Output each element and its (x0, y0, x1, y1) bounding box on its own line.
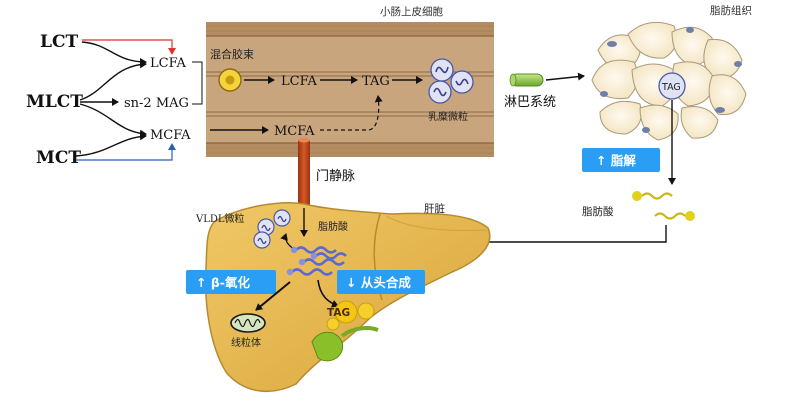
intestine-tag: TAG (362, 74, 390, 89)
mlct-label: MLCT (26, 92, 83, 112)
adipose-fatty-acid: 脂肪酸 (582, 205, 614, 218)
arrow-mlct-mcfa (79, 103, 147, 138)
liver-fatty-acid: 脂肪酸 (318, 220, 348, 233)
product-lcfa: LCFA (150, 56, 186, 71)
mct-label: MCT (36, 148, 81, 168)
lipolysis-label: ↑ 脂解 (596, 153, 636, 168)
lymph-vessel (509, 73, 544, 87)
vldl-icon (253, 209, 291, 249)
adipose-title: 脂肪组织 (710, 4, 752, 17)
intestine-mcfa: MCFA (274, 124, 315, 139)
micelle-label: 混合胶束 (210, 47, 254, 61)
arrow-lymph-adipose (545, 72, 585, 81)
liver-tag-droplets (326, 300, 375, 331)
digestion-products: LCFA sn-2 MAG MCFA (124, 56, 191, 143)
de-novo-badge: ↓ 从头合成 (337, 270, 425, 294)
adipose-nuclei (600, 27, 742, 133)
mitochondria-label: 线粒体 (231, 336, 261, 349)
arrow-mct-mcfa (75, 132, 147, 157)
product-mcfa: MCFA (150, 128, 191, 143)
vldl-label: VLDL微粒 (195, 212, 245, 225)
arrow-fa-to-tag (317, 279, 339, 308)
adipose-tag: TAG (661, 82, 681, 93)
intestine-title: 小肠上皮细胞 (380, 5, 443, 18)
liver-tag: TAG (327, 307, 350, 319)
lct-label: LCT (40, 32, 78, 52)
arrow-mlct-lcfa (79, 60, 147, 101)
liver-fatty-acid-icon (291, 246, 347, 276)
adipose-tissue (591, 21, 747, 141)
intestine-lcfa: LCFA (281, 74, 317, 89)
beta-oxidation-badge: ↑ β-氧化 (186, 270, 276, 294)
mitochondria-icon (230, 313, 266, 333)
beta-oxidation-label: ↑ β-氧化 (196, 275, 250, 290)
liver-organ (204, 202, 491, 393)
lipolysis-badge: ↑ 脂解 (582, 148, 660, 172)
fatty-acid-icon (632, 191, 695, 221)
arrow-lct-lcfa (81, 41, 147, 66)
micelle-icon (218, 68, 242, 92)
input-arrows (75, 41, 147, 157)
chylomicron-label: 乳糜微粒 (428, 110, 468, 123)
liver-title: 肝脏 (424, 202, 445, 215)
de-novo-label: ↓ 从头合成 (346, 275, 411, 290)
lymph-label: 淋巴系统 (504, 95, 556, 110)
red-arrow-lct (82, 39, 176, 55)
portal-vein-label: 门静脉 (316, 169, 355, 184)
liver-fatty-acid-heads (286, 246, 318, 276)
portal-vein (298, 137, 310, 208)
adipose-tag-droplet (658, 72, 686, 100)
dietary-inputs: LCT MLCT MCT (26, 32, 83, 168)
arrow-fa-to-liver (411, 225, 667, 246)
intestinal-epithelium (206, 22, 494, 157)
arrow-fa-to-mito (255, 281, 291, 311)
blue-arrow-mct (76, 143, 176, 161)
bracket-to-micelle (192, 61, 203, 105)
product-sn2mag: sn-2 MAG (124, 96, 189, 111)
chylomicron-icon (428, 58, 474, 104)
